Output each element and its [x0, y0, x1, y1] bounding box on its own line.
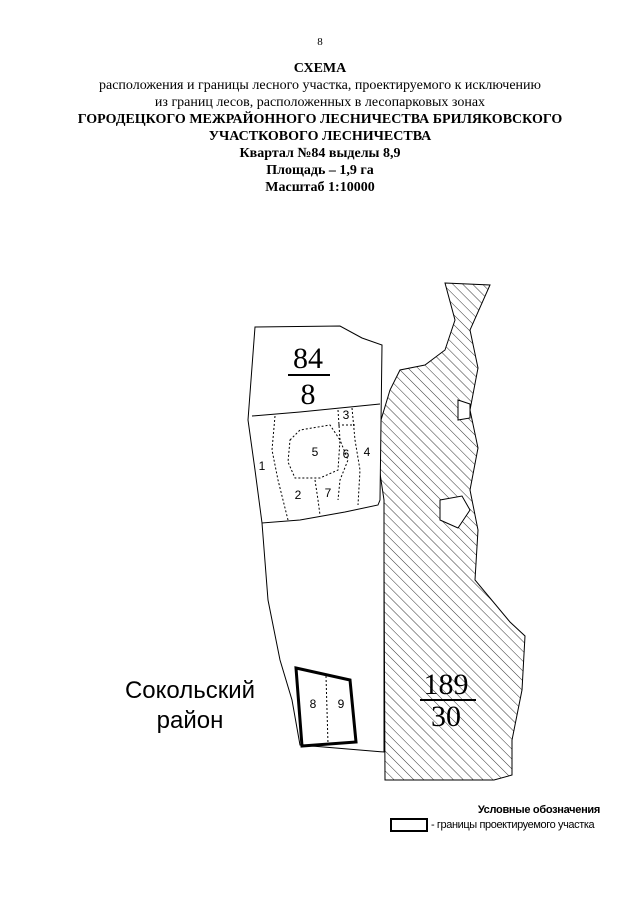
- quarter-189-subdivision: 30: [431, 700, 461, 733]
- header-scale: Масштаб 1:10000: [265, 180, 375, 195]
- header-line-2: из границ лесов, расположенных в лесопар…: [154, 95, 486, 110]
- plot-9-label: 9: [338, 697, 345, 711]
- header-title: СХЕМА: [293, 61, 347, 76]
- section-line: [251, 403, 381, 417]
- district-line-1: Сокольский: [124, 677, 256, 704]
- notch-1: [457, 399, 471, 421]
- header-quarter: Квартал №84 выделы 8,9: [239, 146, 401, 161]
- plot-8-label: 8: [310, 697, 317, 711]
- project-plot-boundary: [294, 666, 358, 748]
- quarter-189-area: [377, 282, 526, 781]
- plot-boundaries: [271, 407, 361, 521]
- corridor-boundary: [261, 505, 385, 753]
- page-number: 8: [317, 36, 323, 48]
- quarter-84-number: 84: [293, 342, 323, 375]
- plot-5-label: 5: [312, 445, 319, 459]
- district-line-2: район: [156, 707, 224, 734]
- plot-8-9-divider: [325, 675, 329, 745]
- notch-2: [439, 495, 471, 529]
- plot-1-label: 1: [259, 459, 266, 473]
- plot-4-label: 4: [364, 445, 371, 459]
- header-line-3: ГОРОДЕЦКОГО МЕЖРАЙОННОГО ЛЕСНИЧЕСТВА БРИ…: [77, 112, 563, 127]
- quarter-84-boundary: [247, 325, 383, 524]
- header-area: Площадь – 1,9 га: [266, 163, 374, 178]
- district-label: Сокольский район: [100, 676, 280, 736]
- header-line-1: расположения и границы лесного участка, …: [99, 78, 541, 93]
- quarter-84-subdivision: 8: [301, 378, 316, 411]
- plot-6-label: 6: [343, 447, 350, 461]
- document-header: СХЕМА расположения и границы лесного уча…: [0, 60, 640, 196]
- legend-boundary-swatch: [390, 818, 428, 832]
- legend-title: Условные обозначения: [477, 804, 600, 816]
- plot-2-label: 2: [295, 488, 302, 502]
- header-line-4: УЧАСТКОВОГО ЛЕСНИЧЕСТВА: [208, 129, 432, 144]
- plot-3-label: 3: [343, 408, 350, 422]
- quarter-189-number: 189: [424, 668, 469, 701]
- legend-item: - границы проектируемого участка: [390, 818, 595, 832]
- legend-item-label: - границы проектируемого участка: [431, 819, 595, 831]
- plot-7-label: 7: [325, 486, 332, 500]
